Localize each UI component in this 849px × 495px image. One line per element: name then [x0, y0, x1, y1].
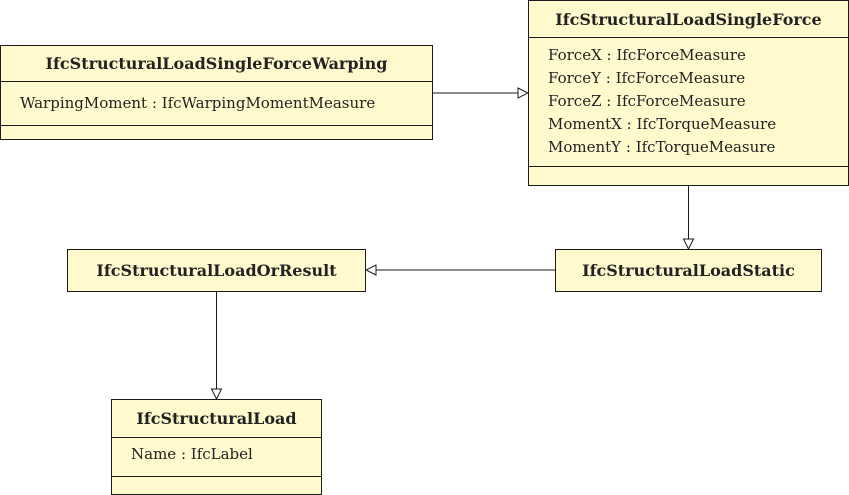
- attribute-name: ForceY: [548, 69, 601, 87]
- attribute-list: ForceX : IfcForceMeasure ForceY : IfcFor…: [529, 38, 848, 167]
- class-box-single-force: IfcStructuralLoadSingleForce ForceX : If…: [528, 0, 849, 186]
- attribute-list: WarpingMoment : IfcWarpingMomentMeasure: [1, 82, 432, 126]
- class-name: IfcStructuralLoadStatic: [582, 261, 795, 280]
- class-name: IfcStructuralLoadSingleForce: [529, 1, 848, 38]
- attribute-type: IfcForceMeasure: [615, 69, 746, 87]
- attribute-type: IfcTorqueMeasure: [636, 115, 777, 133]
- class-box-structural-load: IfcStructuralLoad Name : IfcLabel: [111, 399, 322, 495]
- attribute-list: Name : IfcLabel: [112, 438, 321, 477]
- attribute-name: ForceZ: [548, 92, 602, 110]
- attribute-row: ForceY : IfcForceMeasure: [548, 69, 746, 87]
- class-box-single-force-warping: IfcStructuralLoadSingleForceWarping Warp…: [0, 45, 433, 140]
- attribute-type: IfcWarpingMomentMeasure: [161, 94, 376, 112]
- attribute-type: IfcLabel: [190, 445, 253, 463]
- attribute-row: MomentX : IfcTorqueMeasure: [548, 115, 777, 133]
- class-name: IfcStructuralLoad: [112, 400, 321, 438]
- attribute-type: IfcForceMeasure: [616, 92, 746, 110]
- attribute-row: ForceX : IfcForceMeasure: [548, 46, 746, 64]
- class-name: IfcStructuralLoadOrResult: [96, 261, 337, 280]
- attribute-type: IfcForceMeasure: [616, 46, 746, 64]
- attribute-name: ForceX: [548, 46, 602, 64]
- attribute-type: IfcTorqueMeasure: [635, 138, 776, 156]
- class-name: IfcStructuralLoadSingleForceWarping: [1, 46, 432, 82]
- attribute-name: WarpingMoment: [20, 94, 148, 112]
- attribute-row: Name : IfcLabel: [131, 445, 253, 463]
- attribute-name: MomentX: [548, 115, 622, 133]
- attribute-name: MomentY: [548, 138, 622, 156]
- class-box-load-or-result: IfcStructuralLoadOrResult: [67, 249, 366, 292]
- attribute-row: ForceZ : IfcForceMeasure: [548, 92, 746, 110]
- attribute-row: MomentY : IfcTorqueMeasure: [548, 138, 776, 156]
- attribute-name: Name: [131, 445, 177, 463]
- class-box-load-static: IfcStructuralLoadStatic: [555, 249, 822, 292]
- attribute-row: WarpingMoment : IfcWarpingMomentMeasure: [20, 94, 376, 112]
